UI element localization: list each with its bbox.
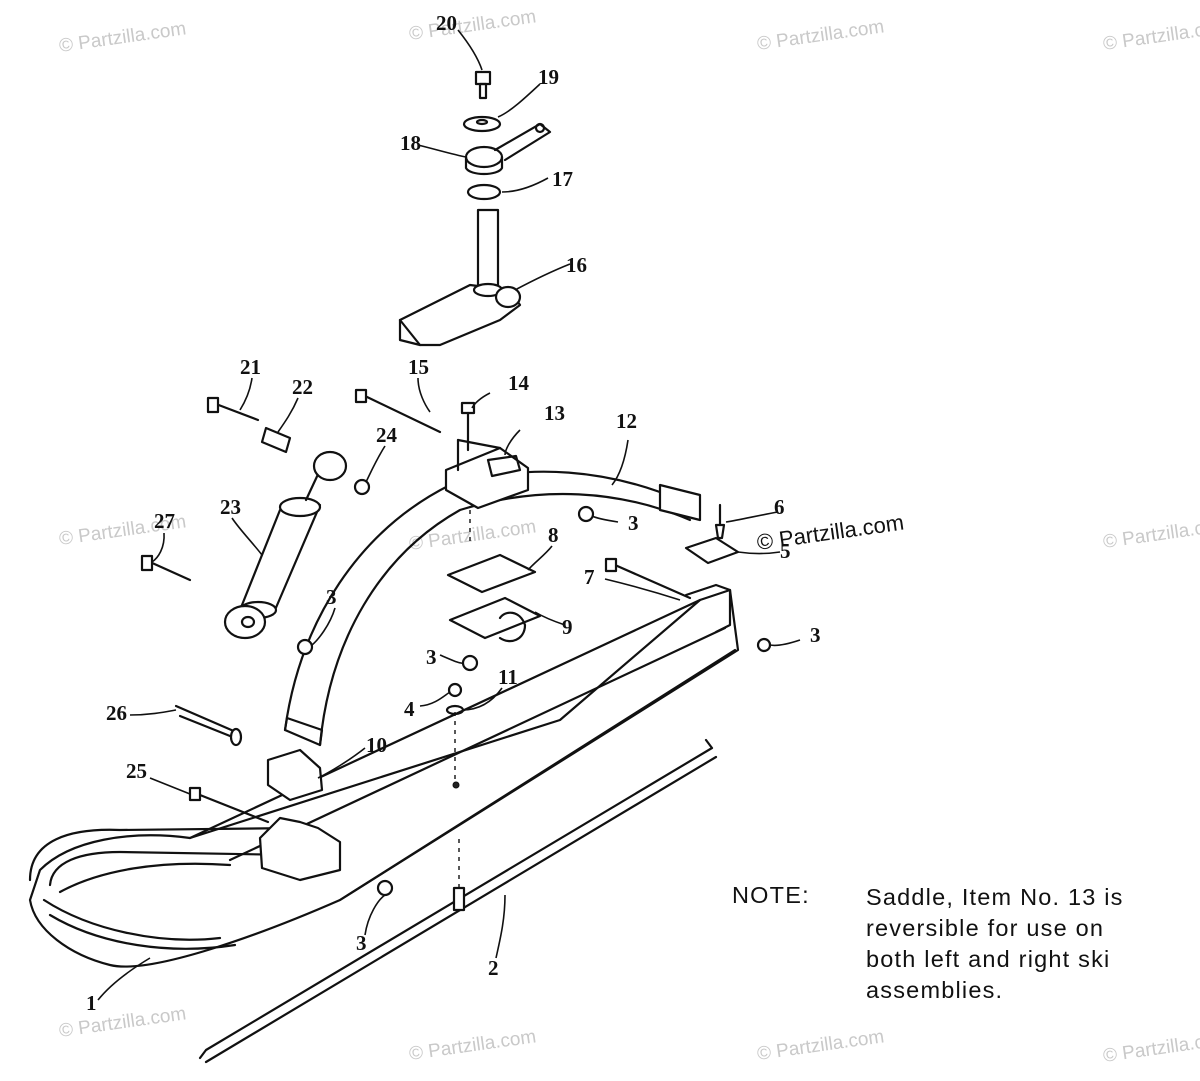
watermark: © Partzilla.com: [58, 18, 188, 57]
callout-21: 21: [240, 355, 261, 379]
callout-12: 12: [616, 409, 637, 433]
callout-15: 15: [408, 355, 429, 379]
callout-11: 11: [498, 665, 518, 689]
ski-body: [28, 588, 740, 968]
callout-27: 27: [154, 509, 175, 533]
note-text: Saddle, Item No. 13 is reversible for us…: [866, 884, 1124, 1003]
callout-5: 5: [780, 539, 791, 563]
shim-plates: [446, 553, 542, 672]
spindle-assembly: [398, 70, 552, 347]
callout-6: 6: [774, 495, 785, 519]
watermark: © Partzilla.com: [756, 1026, 886, 1065]
callout-22: 22: [292, 375, 313, 399]
watermark: © Partzilla.com: [1102, 16, 1200, 55]
callout-23: 23: [220, 495, 241, 519]
callout-9: 9: [562, 615, 573, 639]
callout-4: 4: [404, 697, 415, 721]
wear-rod: [198, 738, 718, 1064]
callout-3: 3: [810, 623, 821, 647]
watermark: © Partzilla.com: [1102, 1028, 1200, 1067]
callout-2: 2: [488, 956, 499, 980]
callout-1: 1: [86, 991, 97, 1015]
callout-10: 10: [366, 733, 387, 757]
watermark: © Partzilla.com: [408, 1026, 538, 1065]
saddle-assembly: [354, 388, 595, 545]
callout-3: 3: [426, 645, 437, 669]
callout-14: 14: [508, 371, 530, 395]
callout-8: 8: [548, 523, 559, 547]
callout-19: 19: [538, 65, 559, 89]
callout-20: 20: [436, 11, 457, 35]
callout-13: 13: [544, 401, 565, 425]
callout-3: 3: [356, 931, 367, 955]
callout-7: 7: [584, 565, 595, 589]
callout-16: 16: [566, 253, 587, 277]
callout-17: 17: [552, 167, 573, 191]
callout-3: 3: [628, 511, 639, 535]
callout-25: 25: [126, 759, 147, 783]
leader-lines: [97, 29, 801, 1001]
watermark: © Partzilla.com: [58, 1003, 188, 1042]
callout-labels: 1 2 3 3 3 3 3 4 5 6 7 8 9 10 11 12 13 14…: [86, 11, 821, 1015]
callout-3: 3: [326, 585, 337, 609]
note-label: NOTE:: [732, 882, 810, 908]
watermark: © Partzilla.com: [756, 16, 886, 55]
watermark: © Partzilla.com: [408, 6, 538, 45]
front-bracket: [174, 682, 465, 897]
callout-26: 26: [106, 701, 127, 725]
callout-24: 24: [376, 423, 398, 447]
watermark: © Partzilla.com: [1102, 514, 1200, 553]
shock-absorber: [140, 396, 371, 656]
watermark: © Partzilla.com: [408, 516, 538, 555]
callout-18: 18: [400, 131, 421, 155]
